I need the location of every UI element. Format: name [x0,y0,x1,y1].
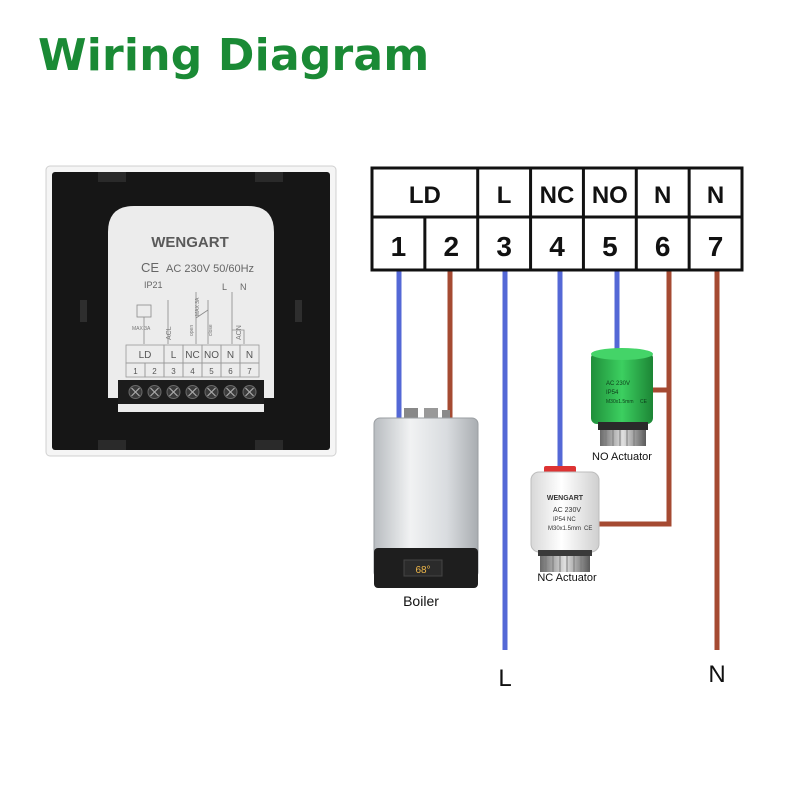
thermostat-term-label: N [246,350,253,361]
thermostat-term-label: NC [185,350,199,361]
thermostat-term-number: 6 [228,367,233,376]
terminal-group-label: N [654,182,671,209]
thermostat-screws [128,385,257,399]
thermostat-open: open [189,325,195,336]
thermostat-top-n: N [240,282,247,292]
thermostat-rel-max: MAX 3A [195,297,201,316]
thermostat-brand: WENGART [151,234,229,251]
boiler-display: 68° [415,565,430,576]
thermostat-rating: AC 230V 50/60Hz [166,263,254,275]
thermostat-ce: CE [141,260,159,275]
terminal-group-label: NC [540,182,575,209]
terminal-group-label: LD [409,182,441,209]
diagram-title: Wiring Diagram [38,30,430,81]
thermostat-term-number: 7 [247,367,252,376]
thermostat-term-label: LD [139,350,152,361]
thermostat-term-number: 5 [209,367,214,376]
boiler-label: Boiler [403,593,439,609]
no-actuator-line3: M30x1.5mm [606,399,634,405]
nc-actuator-label: NC Actuator [537,572,597,584]
thermostat-acl: ACL [166,326,173,340]
thermostat-term-label: N [227,350,234,361]
no-actuator-label: NO Actuator [592,451,652,463]
thermostat-acn: ACN [236,325,243,340]
nc-actuator-ce: CE [584,526,592,532]
terminal-group-label: NO [592,182,628,209]
supply-neutral-label: N [708,661,725,688]
thermostat-term-number: 2 [152,367,157,376]
terminal-number: 5 [602,231,618,262]
wires [396,268,720,650]
thermostat-term-label: NO [204,350,219,361]
terminal-number: 1 [391,231,407,262]
nc-actuator-line2: IP54 NC [553,517,576,523]
no-actuator-line2: IP54 [606,390,619,396]
thermostat-back: WENGART CE AC 230V 50/60Hz IP21 L N MAX … [45,165,337,457]
no-actuator-line1: AC 230V [606,381,630,387]
terminal-number: 7 [708,231,724,262]
terminal-number: 4 [549,231,565,262]
wire-6-neutral-nc [596,268,672,527]
no-actuator-ce: CE [640,399,648,405]
thermostat-term-number: 1 [133,367,138,376]
thermostat-term-number: 4 [190,367,195,376]
nc-actuator-line1: AC 230V [553,507,581,514]
terminal-block: LD L NC NO N N 1 2 3 4 5 6 7 [370,166,744,272]
nc-actuator: WENGART AC 230V IP54 NC M30x1.5mm CE NC … [530,466,600,584]
thermostat-max-label: MAX 3A [132,326,151,332]
thermostat-term-number: 3 [171,367,176,376]
terminal-group-label: L [497,182,512,209]
thermostat-term-label: L [171,350,177,361]
thermostat-top-l: L [222,282,227,292]
thermostat-ip: IP21 [144,280,163,290]
nc-actuator-line3: M30x1.5mm [548,526,581,532]
no-actuator: AC 230V IP54 M30x1.5mm CE NO Actuator [591,348,653,463]
terminal-number: 2 [443,231,459,262]
supply-live-label: L [498,665,511,692]
thermostat-terminal-numbers: 1 2 3 4 5 6 7 [125,362,260,378]
thermostat-close: close [208,324,214,336]
boiler: 68° Boiler [373,408,479,609]
terminal-number: 6 [655,231,671,262]
terminal-group-label: N [707,182,724,209]
nc-actuator-brand: WENGART [547,495,584,502]
terminal-number: 3 [496,231,512,262]
